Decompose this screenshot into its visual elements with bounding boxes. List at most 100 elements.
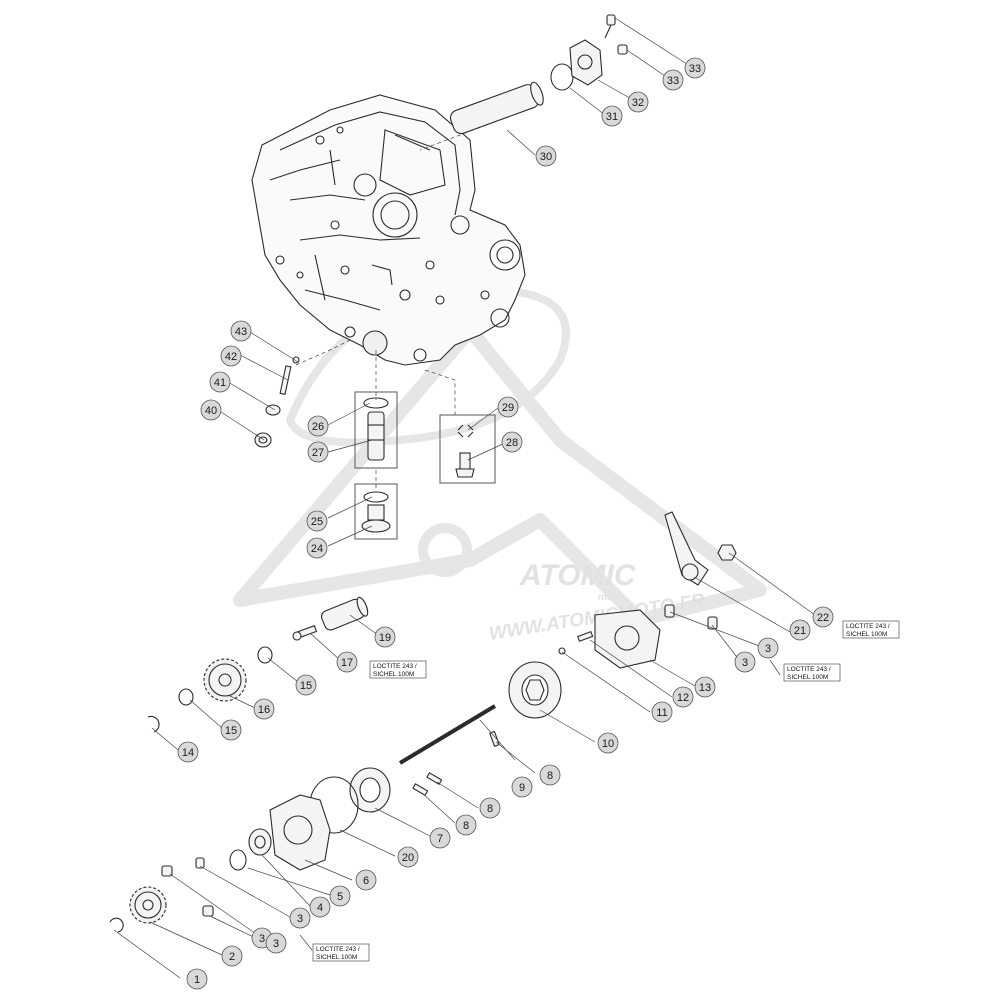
part-circlip-1 — [109, 917, 124, 933]
callout-bubble — [200, 399, 222, 421]
callout-bubble — [307, 441, 329, 463]
part-screw-33b — [617, 44, 628, 55]
part-pin-8a — [489, 730, 500, 747]
note-box: LOCTITE 243 / SICHEL 100M — [369, 660, 427, 679]
note-box: LOCTITE 243 / SICHEL 100M — [312, 943, 370, 962]
part-lever-21 — [664, 511, 709, 586]
callout-8: 8 — [479, 797, 501, 819]
watermark-sub: moto — [598, 592, 622, 603]
part-rotor-10 — [508, 661, 562, 719]
callout-bubble — [230, 320, 252, 342]
callout-20: 20 — [397, 846, 419, 868]
part-spring-42 — [279, 365, 292, 395]
part-shaft-9 — [398, 704, 497, 765]
part-bearing-4 — [248, 828, 272, 856]
callout-26: 26 — [307, 415, 329, 437]
callout-42: 42 — [220, 345, 242, 367]
callout-11: 11 — [651, 701, 673, 723]
part-clip-29 — [457, 424, 474, 438]
callout-16: 16 — [253, 698, 275, 720]
part-plug-24 — [361, 504, 391, 533]
callout-number: 9 — [519, 782, 525, 794]
callout-bubble — [734, 651, 756, 673]
callout-bubble — [336, 651, 358, 673]
callout-14: 14 — [177, 741, 199, 763]
callout-27: 27 — [307, 441, 329, 463]
callout-bubble — [812, 606, 834, 628]
callout-bubble — [307, 415, 329, 437]
callout-number: 8 — [487, 803, 493, 815]
watermark-brand: ATOMIC — [519, 559, 637, 592]
callout-number: 5 — [337, 891, 343, 903]
callout-number: 43 — [235, 326, 247, 338]
part-o-ring-26 — [363, 397, 389, 409]
callout-bubble — [789, 619, 811, 641]
part-sleeve-19 — [320, 596, 369, 631]
callout-number: 27 — [312, 447, 324, 459]
callout-10: 10 — [597, 732, 619, 754]
callout-28: 28 — [501, 431, 523, 453]
callout-number: 3 — [765, 643, 771, 655]
callout-43: 43 — [230, 320, 252, 342]
callout-25: 25 — [306, 510, 328, 532]
part-screw-3d — [161, 865, 173, 877]
part-rotor-7 — [349, 767, 391, 813]
callout-number: 10 — [602, 738, 614, 750]
callout-bubble — [662, 69, 684, 91]
callout-number: 14 — [182, 747, 194, 759]
callout-number: 33 — [689, 63, 701, 75]
callout-bubble — [497, 396, 519, 418]
part-gear-16 — [203, 658, 247, 702]
callout-21: 21 — [789, 619, 811, 641]
callout-bubble — [694, 676, 716, 698]
callout-bubble — [479, 797, 501, 819]
callout-number: 30 — [540, 151, 552, 163]
callout-bubble — [539, 764, 561, 786]
callout-33: 33 — [662, 69, 684, 91]
part-washer-15a — [257, 646, 273, 664]
callout-2: 2 — [221, 945, 243, 967]
callout-bubble — [684, 57, 706, 79]
callout-bubble — [220, 719, 242, 741]
callout-bubble — [220, 345, 242, 367]
part-pin-12 — [577, 631, 594, 642]
note-line2: SICHEL 100M — [787, 674, 828, 681]
part-washer-41 — [265, 404, 281, 416]
callout-number: 26 — [312, 421, 324, 433]
part-pin-8b — [426, 772, 443, 785]
callout-number: 15 — [300, 680, 312, 692]
callout-40: 40 — [200, 399, 222, 421]
callout-number: 24 — [311, 543, 323, 555]
callout-bubble — [757, 637, 779, 659]
part-cover-13 — [594, 609, 661, 669]
note-line1: LOCTITE 243 / — [373, 663, 417, 670]
callout-bubble — [429, 827, 451, 849]
part-nut-22 — [717, 544, 737, 561]
part-valve-28 — [455, 452, 475, 478]
note-line2: SICHEL 100M — [373, 671, 414, 678]
parts — [109, 14, 737, 933]
callout-number: 7 — [437, 833, 443, 845]
callout-bubble — [455, 814, 477, 836]
callout-15: 15 — [220, 719, 242, 741]
callout-bubble — [397, 846, 419, 868]
callout-29: 29 — [497, 396, 519, 418]
callout-bubble — [601, 105, 623, 127]
callout-24: 24 — [306, 537, 328, 559]
callout-3: 3 — [289, 907, 311, 929]
callout-8: 8 — [539, 764, 561, 786]
callout-number: 12 — [677, 692, 689, 704]
callout-number: 3 — [742, 657, 748, 669]
callout-number: 29 — [502, 402, 514, 414]
part-plug-40 — [254, 432, 272, 448]
note-box: LOCTITE 243 / SICHEL 100M — [783, 663, 841, 682]
note-line1: LOCTITE 243 / — [316, 946, 360, 953]
crankcase-half — [251, 94, 526, 366]
callout-22: 22 — [812, 606, 834, 628]
callout-number: 22 — [817, 612, 829, 624]
callout-number: 28 — [506, 437, 518, 449]
callout-3: 3 — [265, 932, 287, 954]
callout-30: 30 — [535, 145, 557, 167]
part-screw-3e — [202, 905, 214, 917]
part-pump-body-6 — [269, 794, 331, 871]
